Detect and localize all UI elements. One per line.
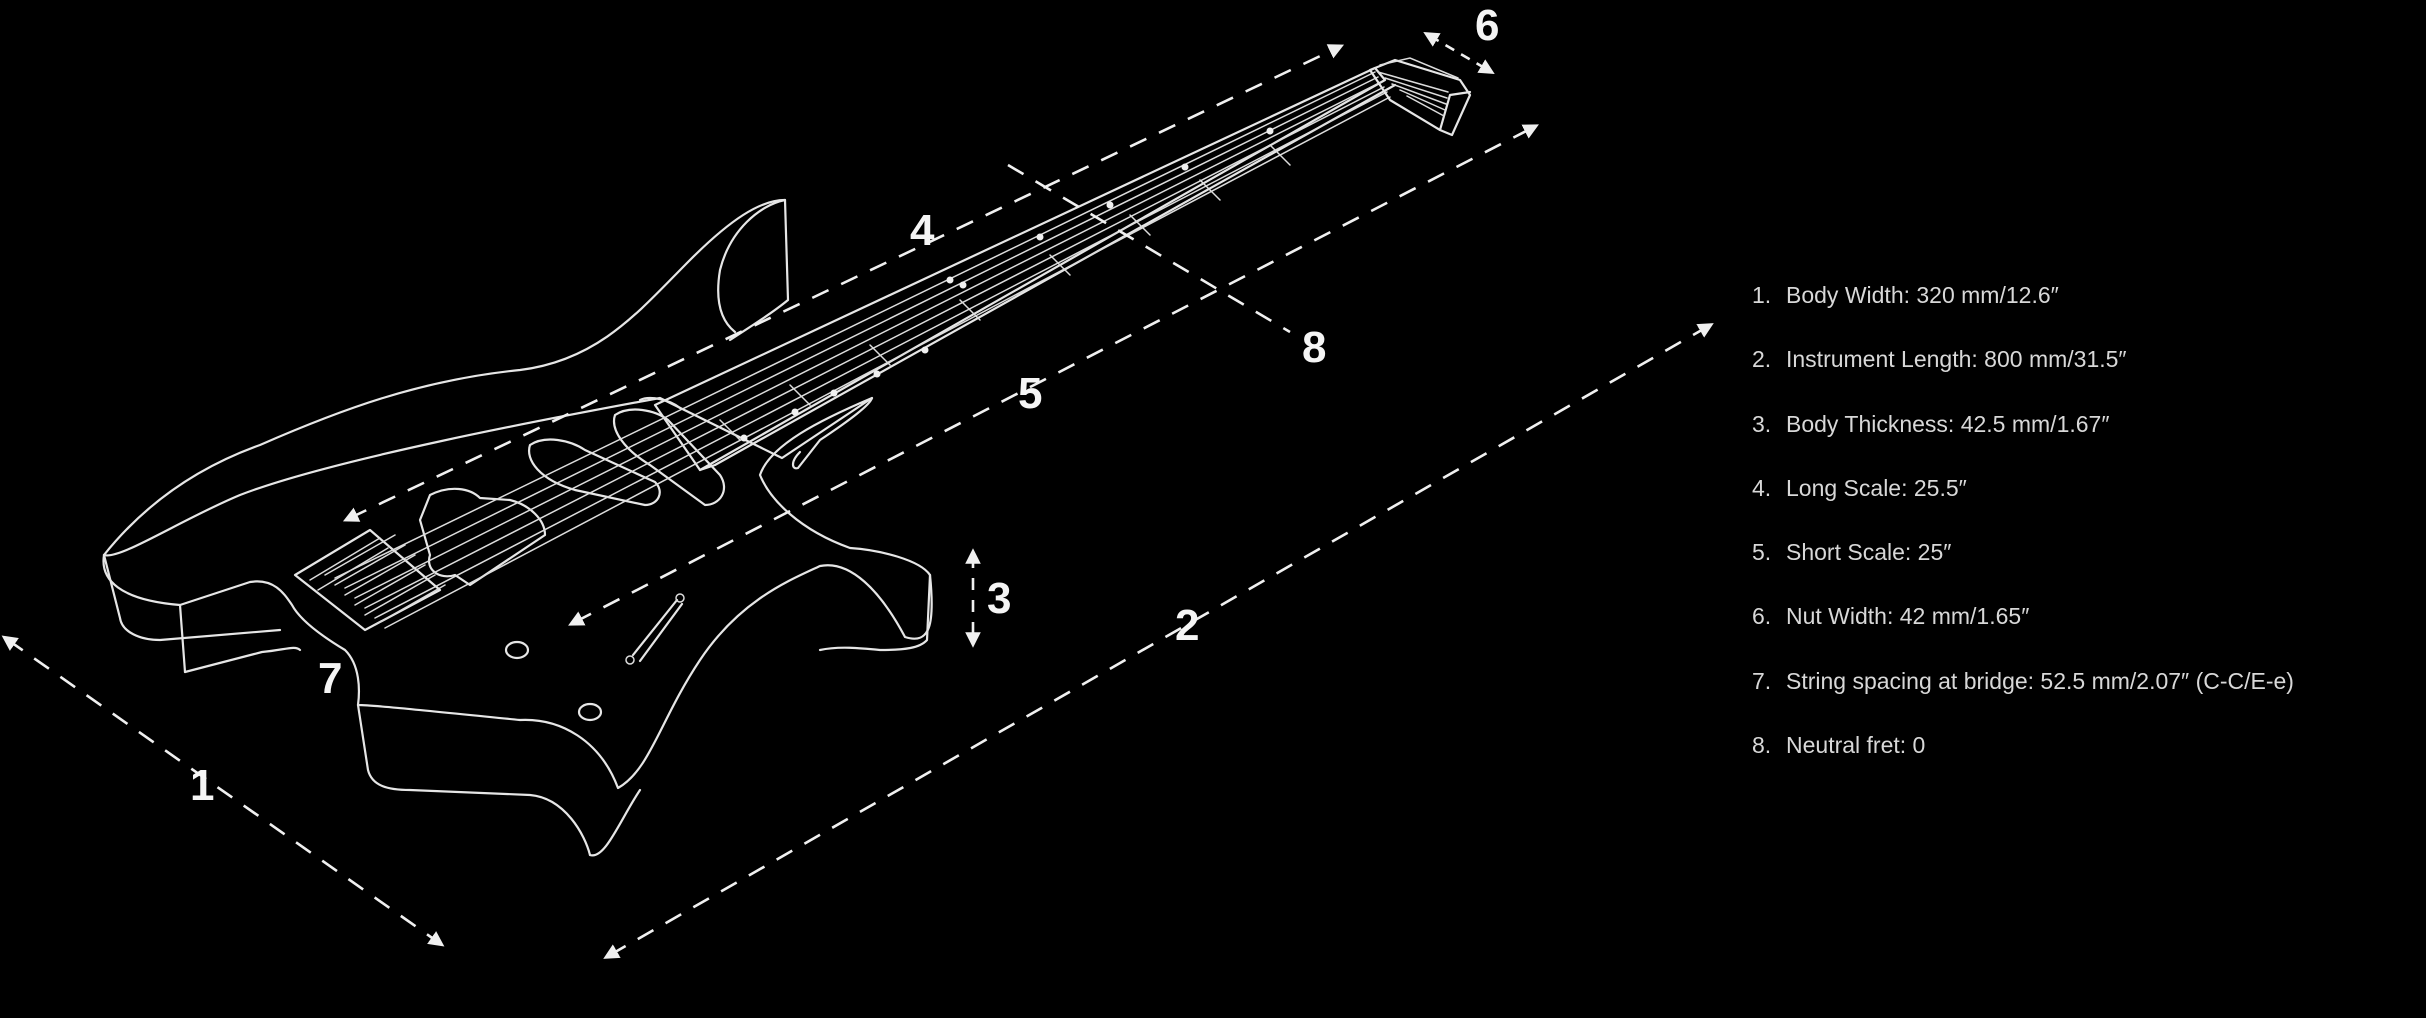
dimension-line-8: 8 <box>1007 163 1326 372</box>
callout-8: 8 <box>1302 323 1326 372</box>
spec-item-neutral-fret: 8. Neutral fret: 0 <box>1752 728 2294 792</box>
spec-text: Neutral fret: 0 <box>1786 732 1926 759</box>
spec-number: 7. <box>1752 667 1772 694</box>
spec-text: String spacing at bridge: 52.5 mm/2.07″ … <box>1786 667 2294 694</box>
spec-text: Body Width: 320 mm/12.6″ <box>1786 282 2059 308</box>
spec-number: 4. <box>1752 474 1772 501</box>
callout-3: 3 <box>987 574 1011 623</box>
spec-item-instrument-length: 2. Instrument Length: 800 mm/31.5″ <box>1752 342 2294 406</box>
spec-number: 8. <box>1752 732 1772 759</box>
spec-number: 5. <box>1752 539 1772 566</box>
spec-number: 6. <box>1752 603 1772 630</box>
dimension-marker-7: 7 <box>318 654 342 703</box>
spec-list: 1. Body Width: 320 mm/12.6″ 2. Instrument … <box>1752 278 2294 792</box>
spec-text: Short Scale: 25″ <box>1786 539 1952 566</box>
spec-item-nut-width: 6. Nut Width: 42 mm/1.65″ <box>1752 599 2294 663</box>
dimension-line-6: 6 <box>1423 1 1499 74</box>
dimension-line-1: 1 <box>1 635 445 947</box>
headpiece <box>1368 57 1472 137</box>
neck <box>334 66 1397 629</box>
dimension-line-2: 2 <box>603 323 1714 959</box>
spec-item-body-width: 1. Body Width: 320 mm/12.6″ <box>1752 278 2294 342</box>
guitar-body <box>102 198 933 857</box>
spec-item-string-spacing: 7. String spacing at bridge: 52.5 mm/2.07… <box>1752 664 2294 728</box>
callout-1: 1 <box>190 761 214 810</box>
spec-number: 2. <box>1752 346 1772 373</box>
spec-text: Long Scale: 25.5″ <box>1786 474 1967 501</box>
callout-7: 7 <box>318 654 342 703</box>
spec-text: Body Thickness: 42.5 mm/1.67″ <box>1786 410 2110 437</box>
dimension-line-4: 4 <box>342 44 1345 522</box>
spec-item-long-scale: 4. Long Scale: 25.5″ <box>1752 471 2294 535</box>
callout-2: 2 <box>1175 601 1199 650</box>
callout-5: 5 <box>1018 369 1042 418</box>
callout-6: 6 <box>1475 1 1499 50</box>
spec-text: Nut Width: 42 mm/1.65″ <box>1786 603 2030 630</box>
dimension-line-3: 3 <box>965 548 1011 648</box>
spec-text: Instrument Length: 800 mm/31.5″ <box>1786 346 2127 373</box>
dimension-line-5: 5 <box>568 124 1539 626</box>
callout-4: 4 <box>910 206 935 255</box>
bridge <box>293 528 446 632</box>
spec-item-short-scale: 5. Short Scale: 25″ <box>1752 535 2294 599</box>
spec-item-body-thickness: 3. Body Thickness: 42.5 mm/1.67″ <box>1752 407 2294 471</box>
spec-number: 3. <box>1752 410 1772 437</box>
spec-number: 1. <box>1752 282 1772 308</box>
